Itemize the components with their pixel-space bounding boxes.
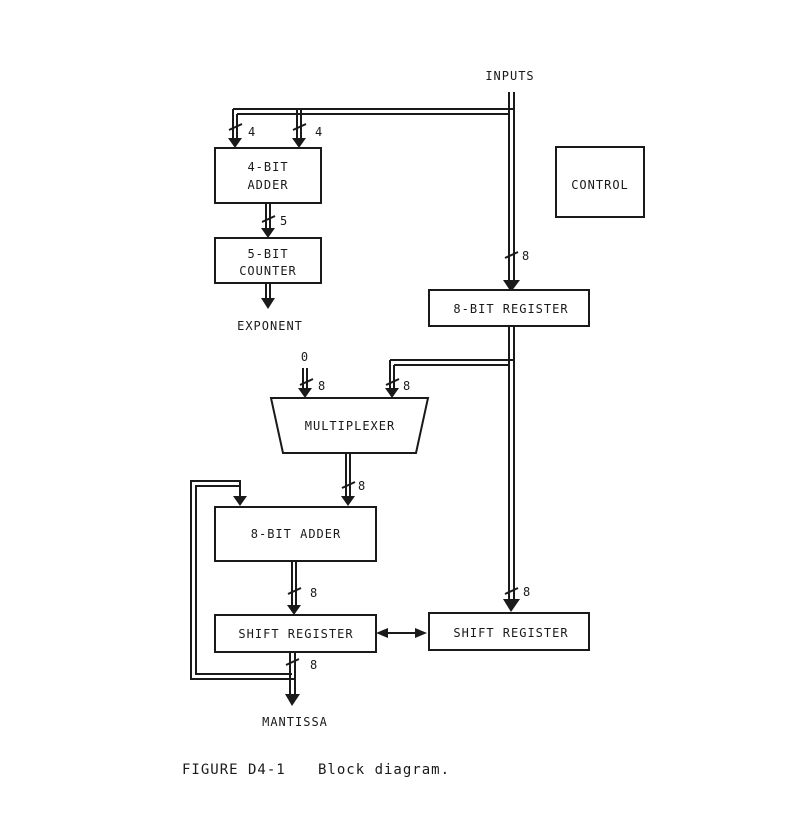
- register8-label: 8-BIT REGISTER: [453, 302, 568, 316]
- counter5-block: [214, 237, 322, 284]
- multiplexer-label: MULTIPLEXER: [305, 419, 395, 433]
- figure-caption-text: Block diagram.: [318, 762, 450, 778]
- left-shift-register-block: [214, 614, 377, 653]
- arrow-into-mux-left: [298, 388, 312, 398]
- bus-to-adder4-right: [296, 109, 302, 140]
- bus-mux-to-adder8: [345, 453, 351, 498]
- control-label: CONTROL: [571, 178, 629, 192]
- arrow-exponent-out: [261, 298, 275, 309]
- arrow-into-counter5: [261, 228, 275, 238]
- tick-marks: [228, 123, 519, 666]
- bus-mantissa-out: [289, 652, 296, 696]
- bus-adder4-to-counter5: [265, 203, 271, 230]
- exponent-label: EXPONENT: [237, 319, 303, 333]
- bus-register-out-vertical: [508, 326, 515, 600]
- bus-width-adder4-left: 4: [248, 125, 255, 139]
- adder4-label-line2: ADDER: [247, 178, 288, 192]
- arrow-mantissa-out: [285, 694, 300, 706]
- bus-width-adder4-right: 4: [315, 125, 322, 139]
- adder8-block: [214, 506, 377, 562]
- adder4-block: [214, 147, 322, 204]
- arrow-into-right-shift-register: [503, 599, 520, 612]
- arrow-into-mux-right: [385, 388, 399, 398]
- register8-block: [428, 289, 590, 327]
- bus-feedback-loop: [190, 480, 294, 680]
- arrow-link-left: [376, 628, 388, 638]
- bus-adder8-to-shift: [291, 561, 297, 607]
- arrow-into-adder4-left: [228, 138, 242, 148]
- arrow-into-adder8: [341, 496, 355, 506]
- arrow-into-left-shift-register: [287, 605, 301, 615]
- control-block: [555, 146, 645, 218]
- bus-width-mantissa: 8: [310, 658, 317, 672]
- counter5-label-line1: 5-BIT: [247, 247, 288, 261]
- adder4-label-line1: 4-BIT: [247, 160, 288, 174]
- bus-zero-to-mux: [302, 368, 308, 390]
- right-shift-register-label: SHIFT REGISTER: [453, 626, 568, 640]
- bus-width-adder4-out: 5: [280, 214, 287, 228]
- zero-input-label: 0: [301, 350, 309, 364]
- left-shift-register-label: SHIFT REGISTER: [238, 627, 353, 641]
- bus-width-mux-out: 8: [358, 479, 365, 493]
- bus-counter5-to-exponent: [265, 283, 271, 300]
- figure-caption-number: FIGURE D4-1: [182, 762, 286, 778]
- bus-inputs-vertical: [508, 92, 515, 282]
- counter5-label-line2: COUNTER: [239, 264, 297, 278]
- adder8-label: 8-BIT ADDER: [251, 527, 341, 541]
- arrow-feedback-into-adder8: [233, 496, 247, 506]
- bus-width-register-to-shift: 8: [523, 585, 530, 599]
- bus-register-to-mux: [390, 359, 514, 366]
- bus-register-to-mux-down: [389, 360, 395, 390]
- bus-width-inputs: 8: [522, 249, 529, 263]
- bus-to-adder4-left: [232, 109, 238, 140]
- mantissa-label: MANTISSA: [262, 715, 328, 729]
- bus-width-adder8-out: 8: [310, 586, 317, 600]
- arrow-into-8bit-register: [503, 280, 520, 292]
- bus-width-register-to-mux: 8: [403, 379, 410, 393]
- multiplexer-block: [269, 397, 430, 454]
- right-shift-register-block: [428, 612, 590, 651]
- inputs-label: INPUTS: [485, 69, 534, 83]
- arrow-link-right: [415, 628, 427, 638]
- arrow-into-adder4-right: [292, 138, 306, 148]
- bus-inputs-horizontal: [233, 108, 514, 115]
- bus-width-zero: 8: [318, 379, 325, 393]
